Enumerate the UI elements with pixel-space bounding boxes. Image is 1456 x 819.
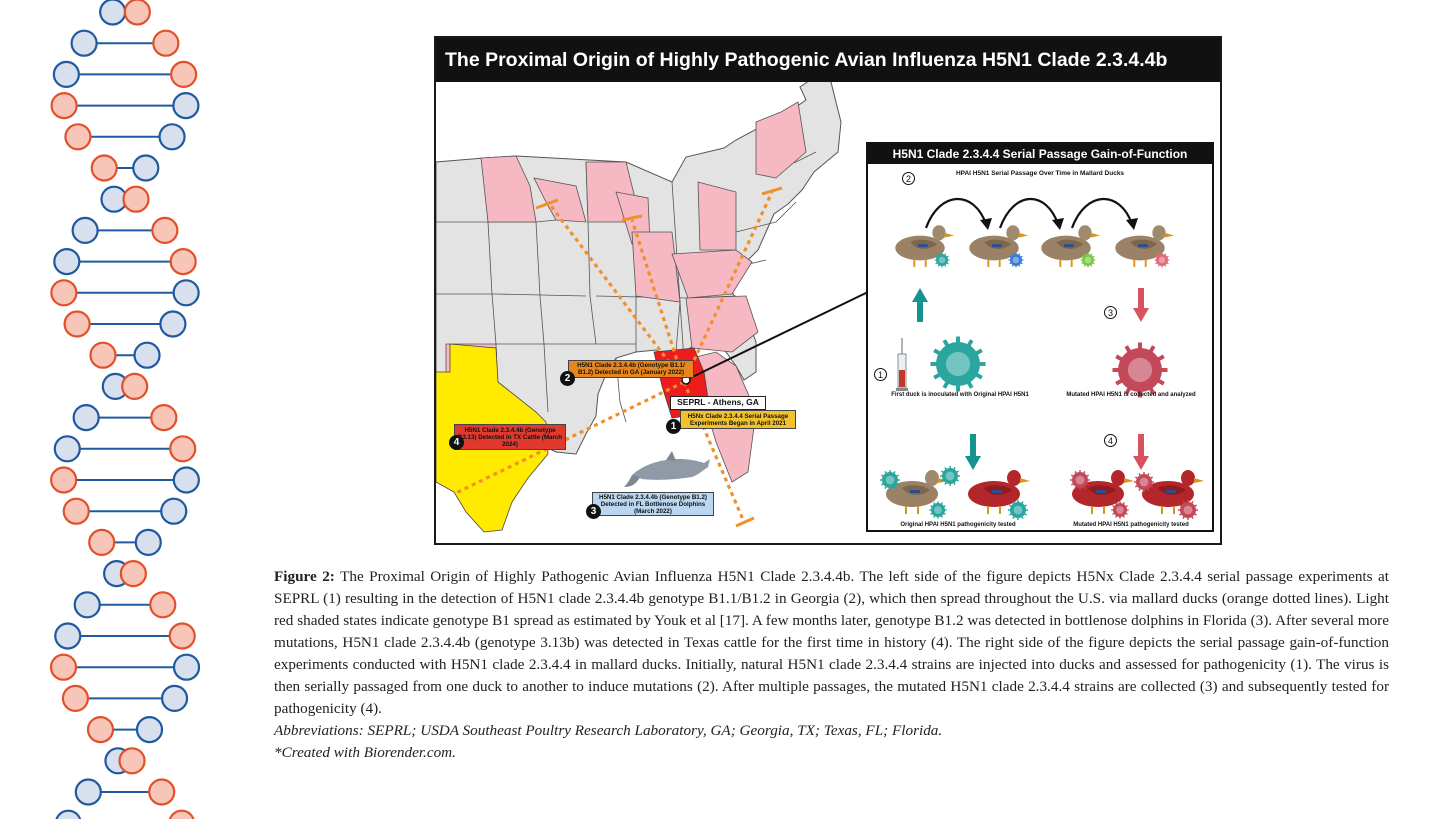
- mutated-virus-icon: [1112, 342, 1168, 398]
- dna-rung: [72, 404, 178, 432]
- duck-1-icon: [895, 225, 955, 268]
- dna-rung: [70, 29, 180, 57]
- marker-number-4: 4: [449, 435, 464, 450]
- passage-arrow-2: [998, 197, 1060, 229]
- figure-image: The Proximal Origin of Highly Pathogenic…: [434, 36, 1222, 545]
- test-duck-sick-3-icon: [1142, 470, 1204, 514]
- panel-illustration: [880, 197, 1204, 520]
- dna-rung: [101, 372, 149, 400]
- duck-4-icon: [1115, 225, 1175, 268]
- dna-rung: [104, 747, 146, 775]
- down-arrow-shaft: [1138, 288, 1144, 310]
- dna-rung: [63, 310, 187, 338]
- dna-rung: [73, 591, 177, 619]
- seprl-label: SEPRL - Athens, GA: [670, 396, 766, 410]
- passage-arrowhead-2: [1052, 218, 1064, 230]
- caption-body: Figure 2: The Proximal Origin of Highly …: [274, 566, 1389, 720]
- panel-step-3: 3: [1104, 306, 1117, 319]
- passage-arrowhead-1: [980, 218, 992, 230]
- dna-rung: [89, 341, 161, 369]
- dna-rung: [54, 622, 196, 650]
- duck-3-icon: [1041, 225, 1101, 268]
- dna-rung: [62, 497, 188, 525]
- caption-text: The Proximal Origin of Highly Pathogenic…: [274, 568, 1389, 717]
- test-duck-original-icon: [886, 470, 948, 514]
- dna-rung: [50, 91, 200, 120]
- dna-rung: [90, 154, 160, 182]
- test-virus-5-icon: [1070, 470, 1090, 490]
- virus-4-icon: [1154, 252, 1170, 268]
- dna-rung: [55, 809, 195, 819]
- duck-2-icon: [969, 225, 1029, 268]
- marker-number-3: 3: [586, 504, 601, 519]
- dolphin-icon: [624, 451, 710, 487]
- dna-rung: [88, 528, 162, 557]
- dna-rung: [61, 684, 189, 713]
- original-virus-icon: [930, 336, 986, 392]
- caption-abbreviations: Abbreviations: SEPRL; USDA Southeast Pou…: [274, 722, 943, 739]
- passage-arrow-1: [924, 197, 988, 229]
- dna-rung: [52, 60, 198, 89]
- pointer-line: [685, 291, 869, 381]
- down-arrow-teal-head: [965, 456, 981, 470]
- dna-rung: [53, 248, 197, 276]
- virus-2-icon: [1008, 252, 1024, 268]
- dna-rung: [53, 435, 197, 463]
- test-virus-2-icon: [940, 466, 960, 486]
- down-arrow-teal-shaft: [970, 434, 976, 458]
- test-duck-sick-1-icon: [968, 470, 1030, 514]
- dna-rung: [99, 0, 151, 26]
- dna-rung: [74, 778, 176, 806]
- bottom-right-label: Mutated HPAI H5N1 pathogenicity tested: [1073, 522, 1189, 528]
- test-virus-3-icon: [929, 501, 947, 519]
- bottom-left-label: Original HPAI H5N1 pathogenicity tested: [900, 522, 1016, 528]
- panel-step-2: 2: [902, 172, 915, 185]
- dna-rung: [103, 559, 147, 588]
- dna-rung: [71, 216, 179, 244]
- syringe-icon: [896, 338, 908, 391]
- panel-title: H5N1 Clade 2.3.4.4 Serial Passage Gain-o…: [868, 144, 1212, 164]
- caption-label: Figure 2:: [274, 568, 335, 585]
- marker-label-2: H5N1 Clade 2.3.4.4b (Genotype B1.1/ B1.2…: [568, 360, 694, 378]
- marker-number-2: 2: [560, 371, 575, 386]
- panel-step-1: 1: [874, 368, 887, 381]
- dna-rung: [50, 279, 200, 307]
- dna-rung: [50, 466, 200, 494]
- up-arrow-shaft: [917, 300, 923, 322]
- step1-label: First duck is inoculated with Original H…: [891, 392, 1029, 398]
- dna-rung: [100, 185, 150, 213]
- figure-caption: Figure 2: The Proximal Origin of Highly …: [274, 566, 1389, 764]
- virus-3-icon: [1080, 252, 1096, 268]
- down-arrow-head: [1133, 308, 1149, 322]
- serial-passage-panel: H5N1 Clade 2.3.4.4 Serial Passage Gain-o…: [866, 142, 1214, 532]
- flight-path-ends: [535, 186, 783, 528]
- marker-label-1: H5Nx Clade 2.3.4.4 Serial Passage Experi…: [680, 410, 796, 429]
- marker-label-3: H5N1 Clade 2.3.4.4b (Genotype B1.2) Dete…: [592, 492, 714, 516]
- marker-label-4: H5N1 Clade 2.3.4.4b (Genotype B3.13) Det…: [454, 424, 566, 450]
- panel-step-4: 4: [1104, 434, 1117, 447]
- dna-helix-decoration: [49, 0, 201, 819]
- step3-label: Mutated HPAI H5N1 is collected and analy…: [1066, 392, 1196, 398]
- down-arrow-red-head: [1133, 456, 1149, 470]
- caption-credit: *Created with Biorender.com.: [274, 744, 456, 761]
- panel-subtitle: HPAI H5N1 Serial Passage Over Time in Ma…: [955, 170, 1125, 177]
- passage-arrowhead-3: [1126, 218, 1138, 230]
- test-virus-8-icon: [1178, 500, 1198, 520]
- dna-rung: [49, 653, 201, 681]
- test-virus-6-icon: [1134, 472, 1154, 492]
- virus-1-icon: [934, 252, 950, 268]
- up-arrow-head: [912, 288, 928, 302]
- down-arrow-red-shaft: [1138, 434, 1144, 458]
- dna-rung: [64, 123, 186, 151]
- dna-rung: [86, 715, 164, 744]
- marker-number-1: 1: [666, 419, 681, 434]
- passage-arrow-3: [1070, 197, 1134, 229]
- figure-title: The Proximal Origin of Highly Pathogenic…: [436, 38, 1220, 82]
- test-virus-7-icon: [1111, 501, 1129, 519]
- test-virus-4-icon: [1008, 500, 1028, 520]
- test-virus-1-icon: [880, 470, 900, 490]
